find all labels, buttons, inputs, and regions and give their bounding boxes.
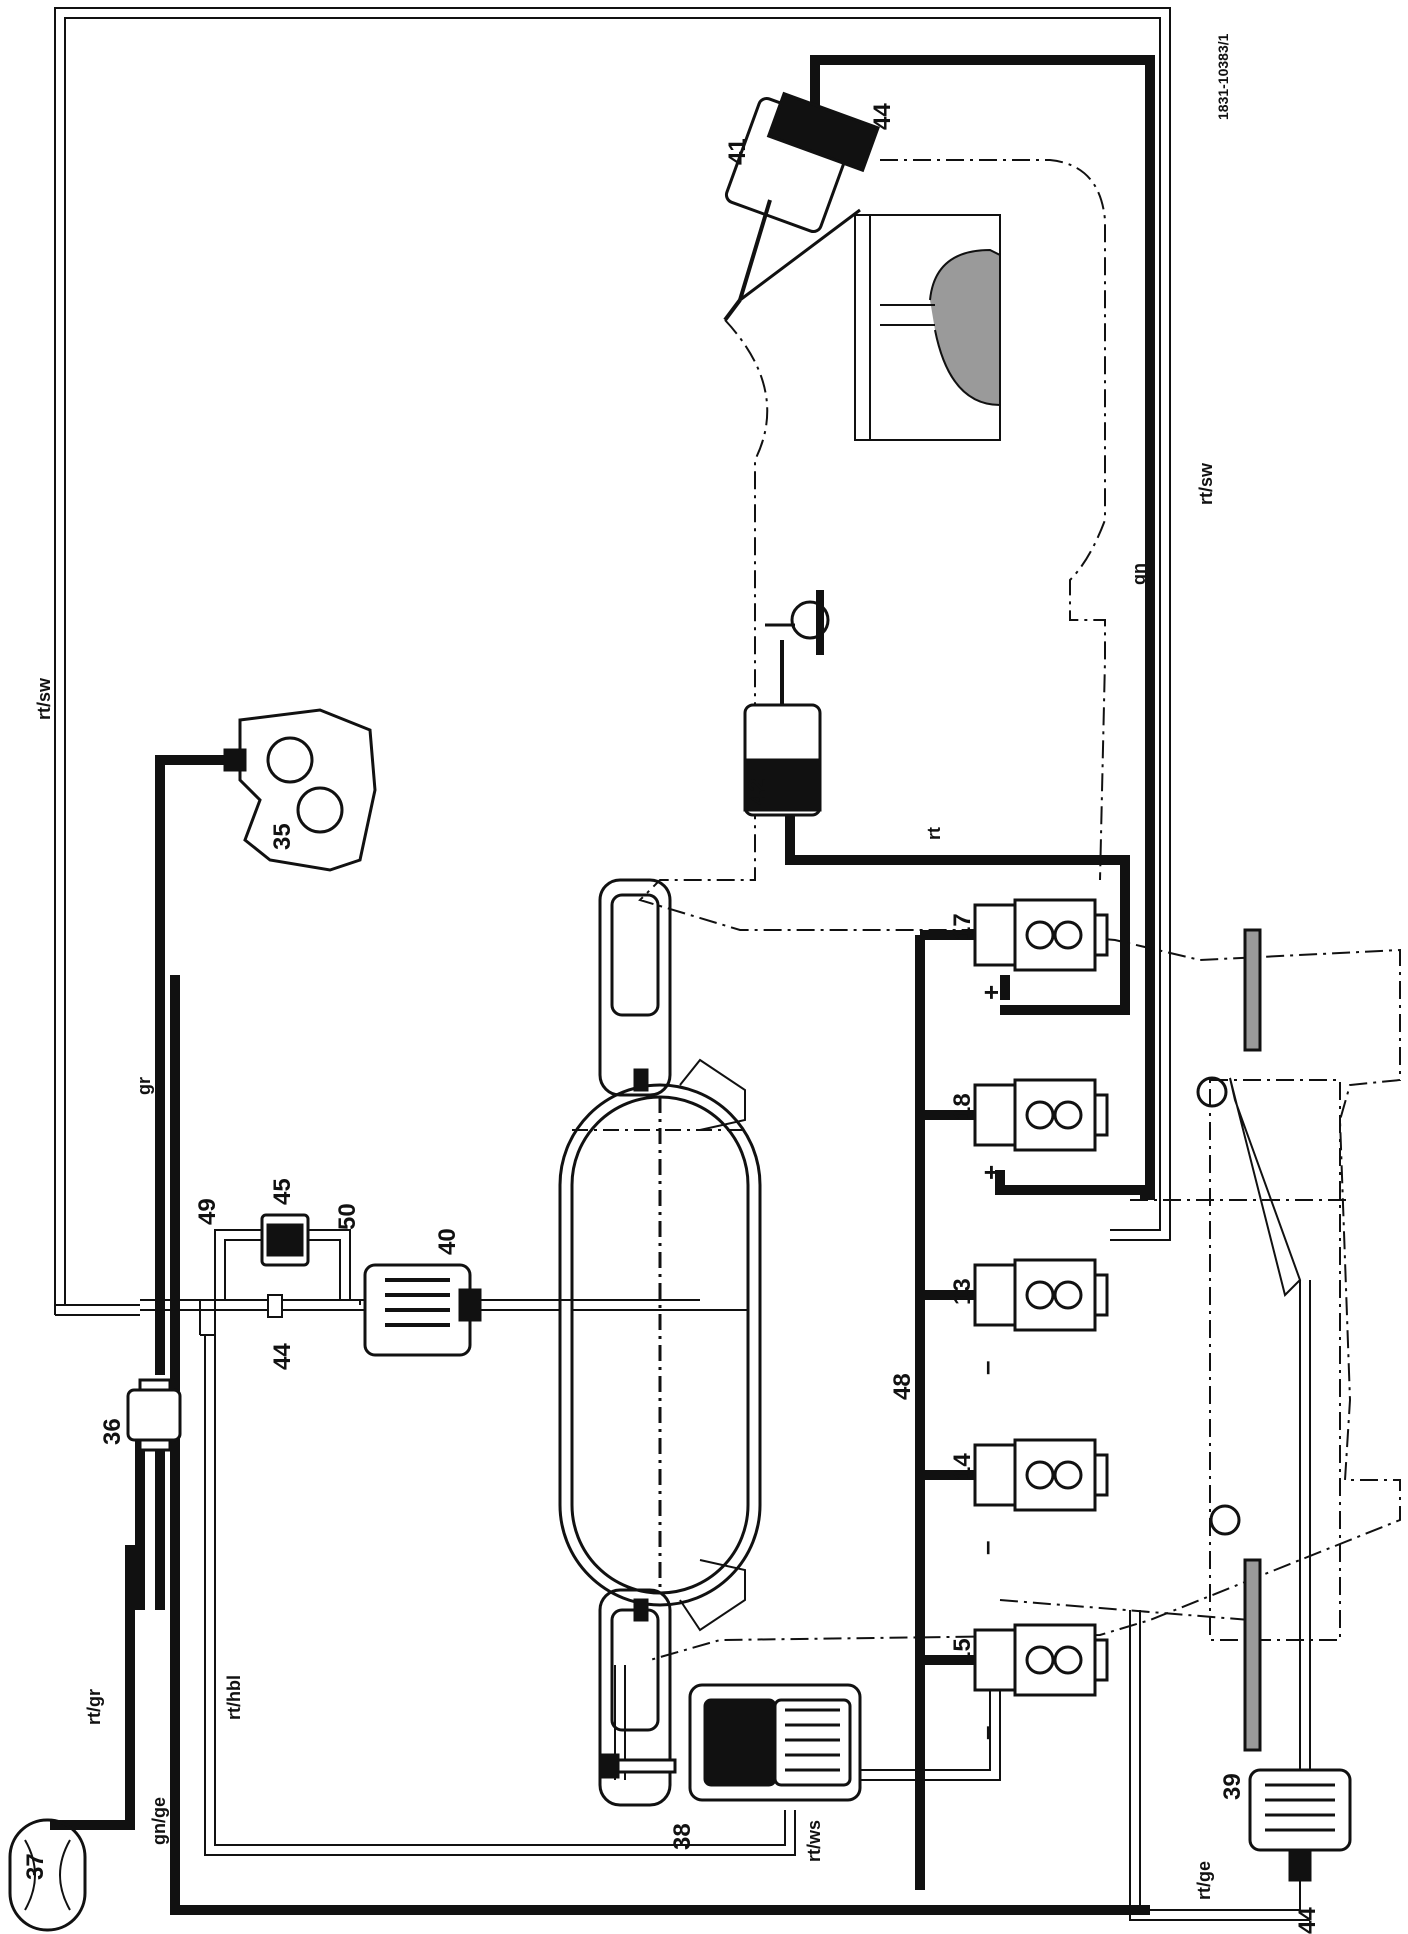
wire-label-rt-ws: rt/ws (804, 1820, 824, 1862)
label-35: 35 (269, 823, 296, 850)
drawing-reference: 1831-10383/1 (1215, 33, 1231, 120)
wire-label-rt-ge: rt/ge (1194, 1861, 1214, 1900)
valve-18 (973, 1078, 1109, 1152)
tee-manifold (140, 1299, 471, 1336)
polarity-marks: – – – + + (971, 985, 1006, 1740)
check-valve-45 (260, 1213, 310, 1267)
hose-gr (155, 755, 238, 1375)
linkage (1196, 928, 1341, 1752)
wire-label-gr: gr (134, 1077, 154, 1095)
thin-lines (54, 7, 1311, 1921)
valve-13 (973, 1258, 1109, 1332)
body-outline (638, 159, 1401, 1661)
label-42: 42 (744, 778, 771, 805)
wire-label-gn-ge: gn/ge (149, 1797, 169, 1845)
cylinder-39 (1248, 1768, 1352, 1882)
line-rt-ws (850, 1665, 1001, 1781)
label-39: 39 (1219, 1773, 1246, 1800)
label-38: 38 (669, 1823, 696, 1850)
thick-hoses (50, 55, 1155, 1915)
line-39-up (1299, 1280, 1311, 1800)
label-15: 15 (949, 1638, 976, 1665)
label-44-cylinder: 44 (1294, 1907, 1321, 1934)
label-50: 50 (334, 1203, 361, 1230)
actuator-40 (363, 1263, 482, 1357)
label-41: 41 (724, 138, 751, 165)
seat-bottom (598, 1588, 672, 1807)
line-rt-ge-inner (1129, 1610, 1310, 1921)
line-40-tank (475, 1299, 560, 1311)
line-rt-sw (54, 7, 1171, 1316)
line-rt-ge (1139, 1610, 1301, 1911)
vacuum-unit-38 (598, 1683, 862, 1802)
throttle-body-35 (223, 708, 377, 872)
hose-gn (810, 55, 1155, 1200)
minus-14: – (971, 1541, 1001, 1555)
label-18: 18 (949, 1093, 976, 1120)
label-14: 14 (949, 1453, 976, 1480)
part-number-labels: 37 36 38 15 14 13 18 17 48 44 44 44 49 4… (22, 103, 1321, 1934)
line-rt-ws-inner (850, 1665, 991, 1771)
minus-13: – (971, 1361, 1001, 1375)
connector-36 (126, 1378, 182, 1452)
label-44-manifold: 44 (269, 1343, 296, 1370)
hose-gn-18 (995, 1170, 1150, 1195)
wire-labels: rt/gr gn/ge rt/hbl rt/ws rt/ge gr rt/sw … (34, 462, 1216, 1900)
label-40: 40 (434, 1228, 461, 1255)
actuator-41 (723, 91, 880, 322)
label-37: 37 (22, 1853, 49, 1880)
label-45: 45 (269, 1178, 296, 1205)
label-13: 13 (949, 1278, 976, 1305)
branch-49 (214, 1229, 265, 1300)
wire-label-rt-sw-left: rt/sw (34, 677, 54, 720)
line-rt-hbl (204, 1335, 796, 1856)
wire-label-rt: rt (924, 827, 944, 840)
wire-label-rt-hbl: rt/hbl (224, 1675, 244, 1720)
line-rt-hbl-inner (214, 1335, 786, 1846)
label-17: 17 (949, 913, 976, 940)
hose-rt-gr (50, 1545, 135, 1830)
hose-rt-gr-36 (135, 1440, 165, 1610)
accumulator-37 (8, 1818, 87, 1932)
valve-17 (973, 898, 1109, 972)
branch-50 (305, 1229, 351, 1300)
valve-14 (973, 1438, 1109, 1512)
label-49: 49 (194, 1198, 221, 1225)
wire-label-gn: gn (1129, 563, 1149, 585)
fitting-44-manifold (267, 1294, 283, 1318)
tank-assembly (558, 878, 762, 1807)
label-44-top: 44 (869, 103, 896, 130)
label-36: 36 (99, 1418, 126, 1445)
seat-top (598, 878, 672, 1097)
valve-15 (973, 1623, 1109, 1697)
tank-shell (558, 1083, 762, 1607)
minus-15: – (971, 1726, 1001, 1740)
engine-intake (854, 214, 1001, 441)
label-48: 48 (889, 1373, 916, 1400)
wire-label-rt-sw-right: rt/sw (1196, 462, 1216, 505)
plus-18: + (976, 1165, 1006, 1180)
actuator-42 (743, 590, 830, 817)
hose-rt (785, 815, 1130, 1015)
line-rt-sw-inner (64, 17, 1161, 1305)
plus-17: + (976, 985, 1006, 1000)
wire-label-rt-gr: rt/gr (84, 1689, 104, 1725)
solenoid-valves (973, 898, 1109, 1697)
